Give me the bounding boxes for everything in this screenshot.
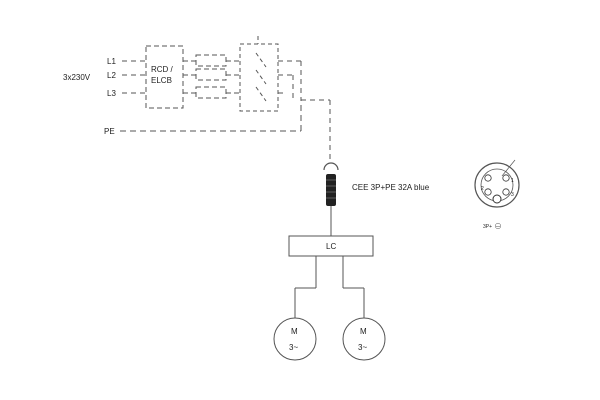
socket-pin-number-1: 1	[511, 178, 514, 184]
earth-icon	[494, 222, 502, 230]
motor-1-phase: 3~	[289, 343, 298, 352]
socket-pin-1	[484, 174, 492, 182]
motor-1: M 3~	[273, 317, 317, 361]
lc-label: LC	[326, 242, 336, 251]
fuse-l3	[195, 86, 227, 99]
fuses	[183, 54, 242, 99]
isolator-switch	[239, 36, 279, 112]
phase-label-l2: L2	[107, 71, 116, 80]
socket-pin-2	[502, 174, 510, 182]
motor-1-circle	[273, 317, 317, 361]
socket-pin-4	[502, 188, 510, 196]
socket-pin-number-3: 3	[511, 192, 514, 198]
phase-label-l1: L1	[107, 57, 116, 66]
plug-grip	[326, 179, 336, 199]
motor-cables	[294, 256, 365, 318]
phase-input-lines	[122, 60, 148, 94]
socket-front-view: 1 2 3 3P+	[474, 159, 520, 230]
socket-arc	[323, 162, 339, 171]
connector-label: CEE 3P+PE 32A blue	[352, 183, 430, 192]
motor-2-symbol: M	[360, 327, 367, 336]
fuse-l1	[195, 54, 227, 67]
output-lines	[278, 60, 331, 160]
socket-key-line	[501, 159, 516, 177]
lc-controller-box	[288, 235, 374, 257]
rcd-label-line2: ELCB	[151, 76, 172, 85]
supply-voltage-label: 3x230V	[63, 73, 91, 82]
motor-2-phase: 3~	[358, 343, 367, 352]
pe-label: PE	[104, 127, 115, 136]
phase-label-l3: L3	[107, 89, 116, 98]
socket-earth-pin	[492, 194, 502, 204]
socket-caption: 3P+	[483, 224, 492, 230]
rcd-label-line1: RCD /	[151, 65, 174, 74]
motor-2-circle	[342, 317, 386, 361]
rcd-box	[145, 45, 184, 109]
cee-plug	[326, 174, 336, 206]
motor-1-symbol: M	[291, 327, 298, 336]
motor-2: M 3~	[342, 317, 386, 361]
pe-line	[120, 100, 302, 132]
socket-pin-number-2: 2	[481, 186, 484, 192]
fuse-l2	[195, 68, 227, 81]
socket-pin-3	[484, 188, 492, 196]
